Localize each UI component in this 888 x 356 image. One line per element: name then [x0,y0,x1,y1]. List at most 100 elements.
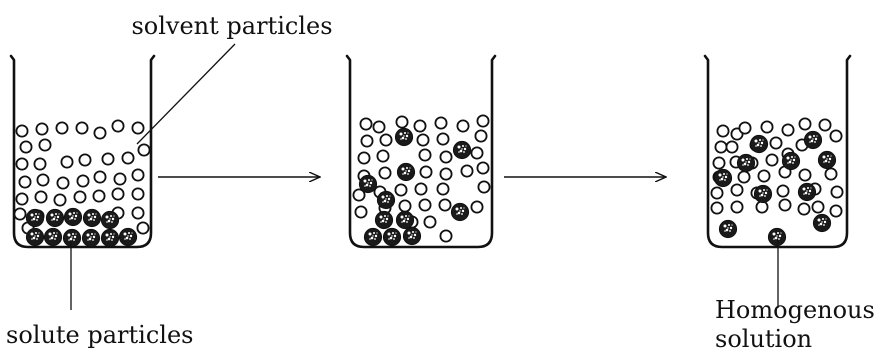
solute-particle [450,202,470,222]
solvent-particle [714,140,728,154]
solute-particle [396,162,416,182]
solvent-particle [414,182,428,196]
solvent-particle [434,116,448,130]
solvent-particle [56,176,70,190]
solvent-particle [470,146,484,160]
solvent-particle [419,165,433,179]
solvent-particle [111,187,125,201]
beaker-1-outline [9,54,156,249]
solvent-leader-line [136,43,236,145]
solvent-particle [131,206,145,220]
solvent-particle [798,117,812,131]
solvent-particle [476,114,490,128]
beaker-1-particles [13,119,151,248]
beaker-3 [703,54,852,249]
solute-particle [713,168,733,188]
solute-particle [817,150,837,170]
solvent-particle [93,170,107,184]
beaker-2-outline [345,54,497,249]
solvent-particle [136,221,150,235]
solute-particle [43,227,63,247]
solvent-particle [359,117,373,131]
solute-particle [812,213,832,233]
solute-particle [358,174,378,194]
solute-particle [82,208,102,228]
solute-particle [749,134,769,154]
solute-particle [363,227,383,247]
solvent-particle [418,148,432,162]
solvent-particle [13,207,27,221]
solvent-particle [357,151,371,165]
solute-particle [753,184,773,204]
solvent-particle [413,119,427,133]
solvent-particle [830,185,844,199]
solvent-particle [137,143,151,157]
solvent-particle [18,175,32,189]
solvent-particle [372,120,386,134]
solvent-particle [38,138,52,152]
solvent-particle [737,170,751,184]
solvent-particle [712,156,726,170]
solvent-particle [439,167,453,181]
solute-particle [382,227,402,247]
solute-particle [63,207,83,227]
solute-particle [402,226,422,246]
solvent-particle [416,133,430,147]
solvent-particle [439,229,453,243]
solute-particle [25,208,45,228]
solute-particle [25,227,45,247]
solvent-particle [460,164,474,178]
solute-particle [803,130,823,150]
solvent-particle [376,149,390,163]
solvent-particle [438,198,452,212]
solvent-particle [398,199,412,213]
solvent-particle [378,166,392,180]
solvent-particle [765,153,779,167]
beaker-1 [9,54,156,249]
solute-particle [100,210,120,230]
solvent-particle [456,119,470,133]
solvent-particle [436,182,450,196]
solute-particle [394,127,414,147]
solute-particle [100,228,120,248]
solvent-particle [477,180,491,194]
solvent-particle [797,202,811,216]
solvent-particle [35,122,49,136]
solvent-particle [36,173,50,187]
solute-particle [81,228,101,248]
solvent-particle [379,133,393,147]
solvent-particle [113,172,127,186]
solvent-particle [829,129,843,143]
solvent-particle [730,183,744,197]
solvent-particle [60,155,74,169]
solvent-particle [798,168,812,182]
homogenous-label-line1: Homogenous [715,296,875,324]
beaker-2 [345,54,497,249]
solvent-particle [418,198,432,212]
solvent-particle [769,136,783,150]
solvent-particle [423,215,437,229]
solvent-particle [19,140,33,154]
solute-particle [767,227,787,247]
beaker-2-particles [352,114,491,247]
solute-particle [45,208,65,228]
solute-particles-label: solute particles [6,321,193,349]
solute-particle [736,153,756,173]
solute-particle [376,190,396,210]
solvent-particle [776,184,790,198]
solute-particle [62,228,82,248]
solvent-particle [131,121,145,135]
solvent-particle [121,151,135,165]
solvent-particle [360,134,374,148]
solvent-particle [15,192,29,206]
solvent-particle [818,118,832,132]
solvent-particle [811,200,825,214]
solvent-particle [436,132,450,146]
solvent-particle [131,168,145,182]
solvent-particle [73,190,87,204]
solvent-particle [476,161,490,175]
solvent-particle [760,120,774,134]
solvent-particle [778,198,792,212]
solvent-particle [439,150,453,164]
solvent-particle [75,121,89,135]
